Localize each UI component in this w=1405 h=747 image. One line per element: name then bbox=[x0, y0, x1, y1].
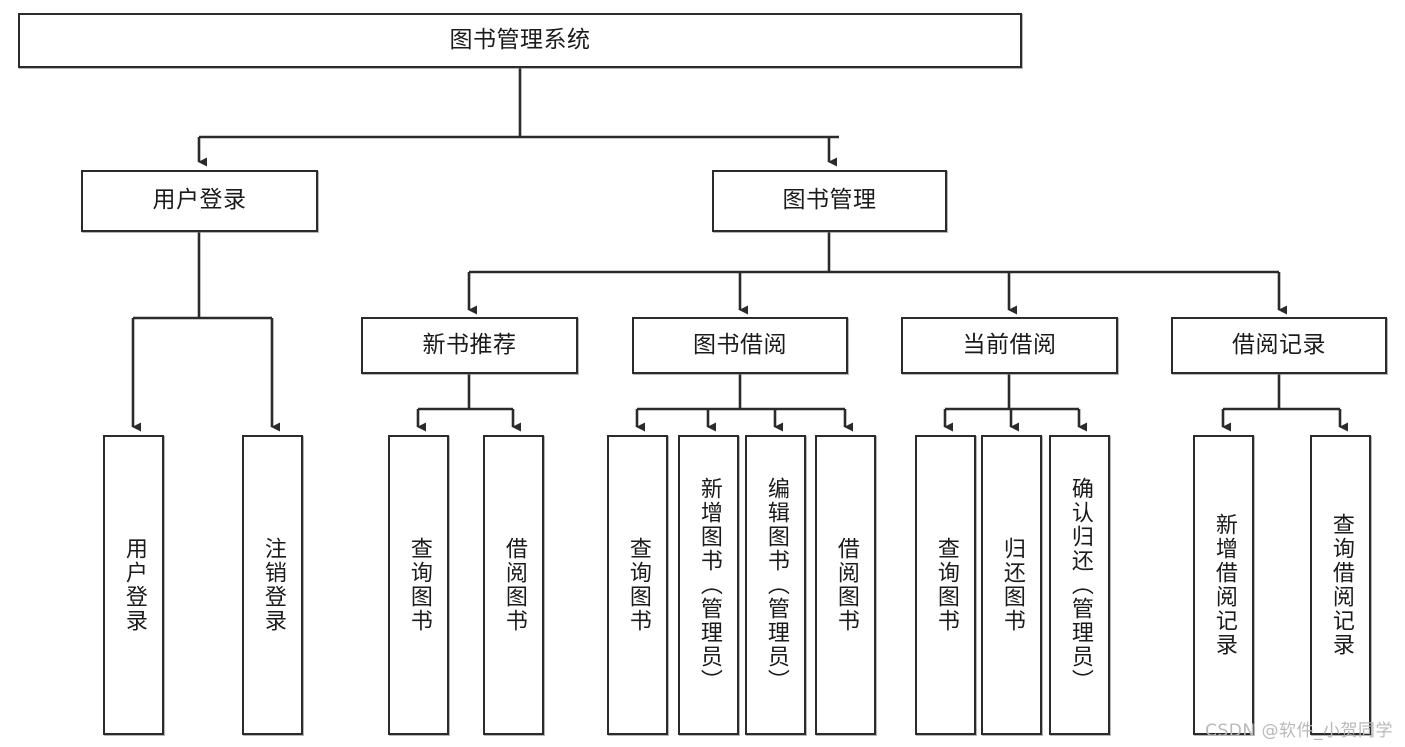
node-borrow-record[interactable]: 借阅记录 bbox=[1171, 317, 1387, 374]
node-user-login-label: 用户登录 bbox=[152, 187, 247, 214]
node-user-login[interactable]: 用户登录 bbox=[81, 170, 318, 232]
leaf-current-borrow-return[interactable]: 归还图书 bbox=[981, 435, 1042, 735]
leaf-book-borrow-edit-label: 编辑图书（管理员） bbox=[763, 477, 789, 693]
node-root-system-label: 图书管理系统 bbox=[449, 26, 591, 53]
leaf-user-login-login-label: 用户登录 bbox=[121, 537, 147, 633]
leaf-book-borrow-add[interactable]: 新增图书（管理员） bbox=[678, 435, 739, 735]
leaf-borrow-record-add-label: 新增借阅记录 bbox=[1211, 513, 1237, 657]
node-book-management[interactable]: 图书管理 bbox=[712, 170, 947, 232]
leaf-new-book-query-label: 查询图书 bbox=[406, 537, 432, 633]
leaf-current-borrow-confirm[interactable]: 确认归还（管理员） bbox=[1049, 435, 1110, 735]
leaf-borrow-record-query[interactable]: 查询借阅记录 bbox=[1310, 435, 1371, 735]
node-book-management-label: 图书管理 bbox=[782, 187, 877, 214]
leaf-new-book-borrow[interactable]: 借阅图书 bbox=[483, 435, 544, 735]
leaf-current-borrow-return-label: 归还图书 bbox=[999, 537, 1025, 633]
node-borrow-record-label: 借阅记录 bbox=[1232, 331, 1326, 358]
node-root-system[interactable]: 图书管理系统 bbox=[18, 13, 1022, 68]
node-current-borrow-label: 当前借阅 bbox=[962, 331, 1057, 358]
node-book-borrow[interactable]: 图书借阅 bbox=[632, 317, 848, 374]
node-new-book-recommend[interactable]: 新书推荐 bbox=[361, 317, 578, 374]
leaf-user-login-logout-label: 注销登录 bbox=[260, 537, 286, 633]
leaf-book-borrow-borrow-label: 借阅图书 bbox=[833, 537, 859, 633]
leaf-book-borrow-add-label: 新增图书（管理员） bbox=[696, 477, 722, 693]
leaf-current-borrow-query-label: 查询图书 bbox=[933, 537, 959, 633]
leaf-current-borrow-query[interactable]: 查询图书 bbox=[915, 435, 976, 735]
node-current-borrow[interactable]: 当前借阅 bbox=[901, 317, 1118, 374]
leaf-book-borrow-query-label: 查询图书 bbox=[625, 537, 651, 633]
leaf-new-book-query[interactable]: 查询图书 bbox=[388, 435, 449, 735]
leaf-user-login-logout[interactable]: 注销登录 bbox=[242, 435, 303, 735]
leaf-book-borrow-query[interactable]: 查询图书 bbox=[607, 435, 668, 735]
node-new-book-recommend-label: 新书推荐 bbox=[422, 331, 517, 358]
leaf-user-login-login[interactable]: 用户登录 bbox=[103, 435, 164, 735]
leaf-borrow-record-add[interactable]: 新增借阅记录 bbox=[1193, 435, 1254, 735]
node-book-borrow-label: 图书借阅 bbox=[693, 331, 787, 358]
leaf-book-borrow-borrow[interactable]: 借阅图书 bbox=[815, 435, 876, 735]
leaf-book-borrow-edit[interactable]: 编辑图书（管理员） bbox=[745, 435, 806, 735]
leaf-current-borrow-confirm-label: 确认归还（管理员） bbox=[1067, 477, 1093, 693]
leaf-new-book-borrow-label: 借阅图书 bbox=[501, 537, 527, 633]
leaf-borrow-record-query-label: 查询借阅记录 bbox=[1328, 513, 1354, 657]
